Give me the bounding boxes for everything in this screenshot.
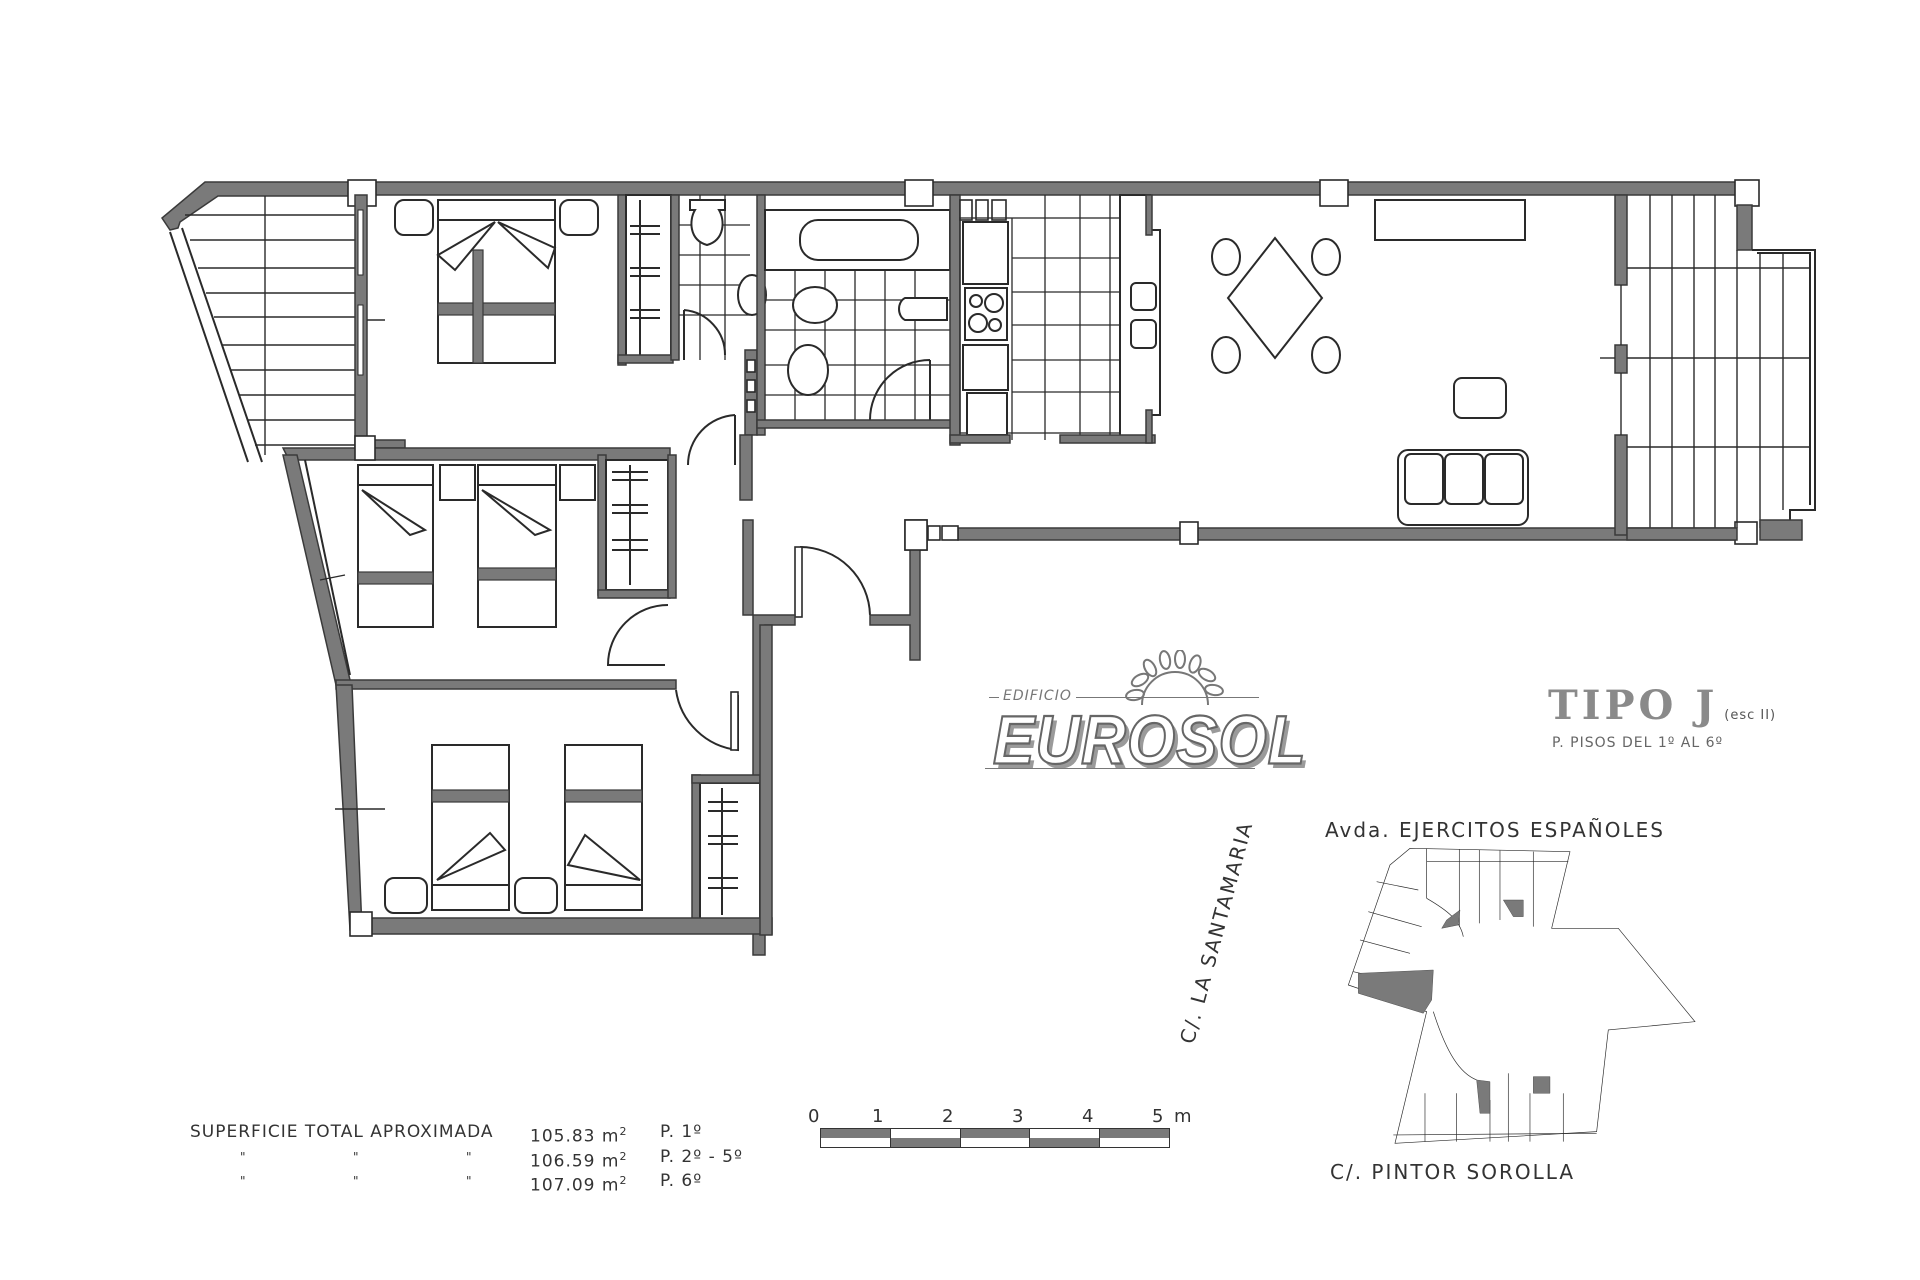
chair (1311, 238, 1341, 276)
sink (962, 344, 1009, 391)
toilet (689, 199, 726, 247)
sofa (1397, 449, 1529, 526)
single-bed (477, 464, 557, 628)
single-bed (357, 464, 434, 628)
eurosol-logo: EDIFICIO EUROSOL (985, 650, 1307, 780)
nightstand (384, 877, 428, 914)
plan-title: TIPO J (1548, 682, 1719, 729)
wardrobe (617, 194, 674, 364)
area-table: SUPERFICIE TOTAL APROXIMADA 105.83 m2 P.… (190, 1122, 743, 1196)
sun-icon (1125, 650, 1224, 706)
bedroom-master (354, 194, 674, 451)
logo-name: EUROSOL (992, 702, 1307, 780)
area-floor: P. 1º (660, 1122, 703, 1142)
kitchen (949, 194, 1161, 446)
site-plan (1347, 847, 1696, 1144)
terrace-left (161, 181, 356, 463)
entrance-door (799, 546, 871, 616)
plan-title-block: TIPO J (esc II) P. PISOS DEL 1º AL 6º (1548, 682, 1776, 751)
chair (1211, 336, 1241, 374)
bathroom-2 (756, 194, 953, 436)
floors-note: P. PISOS DEL 1º AL 6º (1552, 735, 1724, 751)
chair (1211, 238, 1241, 276)
toilet (792, 286, 838, 324)
staircase-label: (esc II) (1724, 708, 1777, 723)
area-floor: P. 6º (660, 1171, 703, 1192)
bathtub (799, 219, 919, 261)
street-bottom: C/. PINTOR SOROLLA (1330, 1160, 1576, 1184)
dining-table (1211, 236, 1341, 374)
nightstand (394, 199, 434, 236)
sideboard (1374, 199, 1526, 241)
nightstand (514, 877, 558, 914)
terrace-right (1626, 195, 1816, 541)
nightstand (559, 199, 599, 236)
bedroom-2 (281, 435, 677, 690)
coffee-table (1453, 377, 1507, 419)
chair (1311, 336, 1341, 374)
scale-bar: 0 1 2 3 4 5 m (800, 1106, 1210, 1156)
wardrobe (597, 454, 677, 599)
living-dining (904, 194, 1758, 551)
bathroom-1 (670, 194, 767, 436)
street-top: Avda. EJERCITOS ESPAÑOLES (1325, 818, 1665, 842)
exterior-wall-top (347, 179, 1760, 207)
wardrobe (691, 774, 761, 921)
area-row: """ 107.09 m2 P. 6º (240, 1171, 703, 1196)
logo-subtitle: EDIFICIO (999, 688, 1076, 704)
area-row: """ 106.59 m2 P. 2º - 5º (240, 1146, 744, 1172)
counter (962, 221, 1009, 285)
fridge (966, 392, 1008, 436)
single-bed (564, 744, 643, 911)
double-bed (436, 199, 557, 364)
washbasin (787, 344, 829, 396)
nightstand (439, 464, 476, 501)
nightstand (559, 464, 596, 501)
bidet (898, 297, 948, 321)
area-floor: P. 2º - 5º (660, 1146, 744, 1167)
bedroom-3 (335, 624, 773, 937)
area-row: SUPERFICIE TOTAL APROXIMADA 105.83 m2 P.… (190, 1122, 703, 1147)
area-label: SUPERFICIE TOTAL APROXIMADA (190, 1122, 494, 1142)
single-bed (431, 744, 510, 911)
cooktop (964, 287, 1008, 341)
